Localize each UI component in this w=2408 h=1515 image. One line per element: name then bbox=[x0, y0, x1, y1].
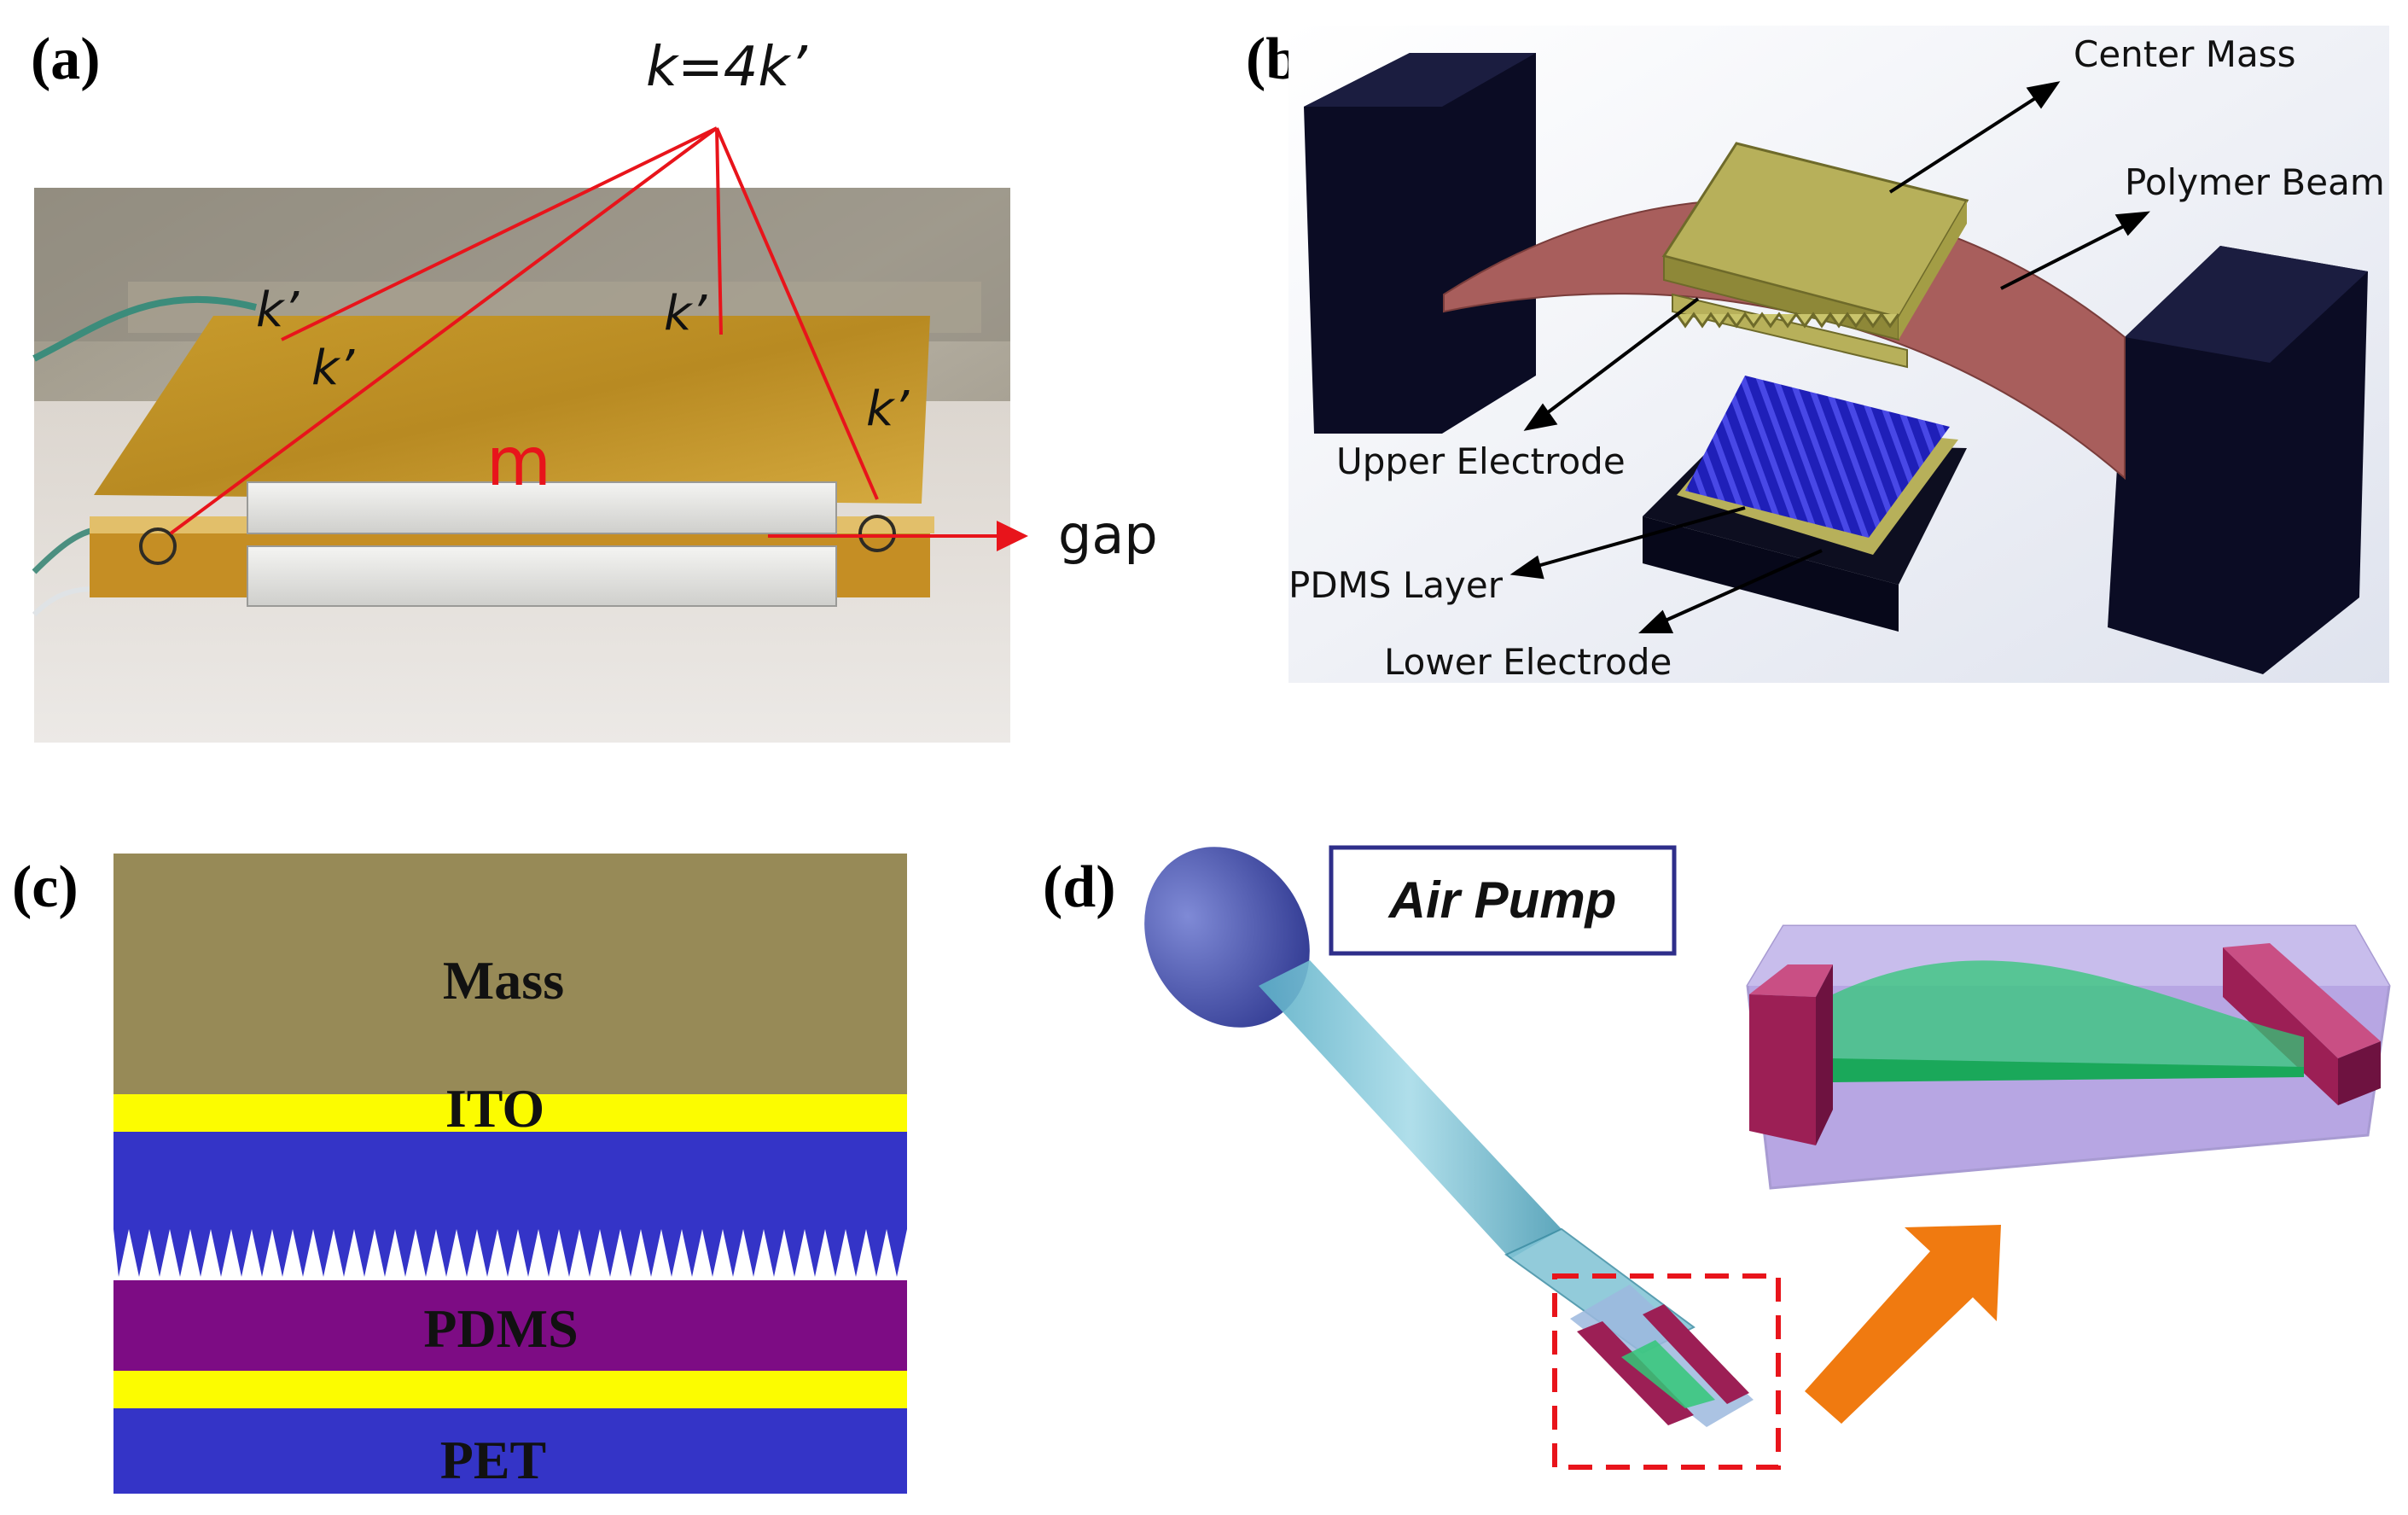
polymer-beam bbox=[1443, 198, 2126, 481]
ito-layer-top bbox=[113, 1094, 907, 1132]
center-mass bbox=[1661, 142, 1969, 369]
mass-label: m bbox=[486, 424, 551, 501]
pdms-layer bbox=[113, 1280, 907, 1371]
pet-layer bbox=[113, 1408, 907, 1494]
photo bbox=[32, 188, 1010, 743]
stiffness-relation: k=4k’ bbox=[646, 36, 807, 99]
tip-membrane bbox=[1621, 1340, 1715, 1408]
pump-tube bbox=[1259, 960, 1562, 1259]
air-pump-label: Air Pump bbox=[1387, 871, 1617, 929]
comb-teeth bbox=[113, 1226, 907, 1277]
right-pillar bbox=[2108, 246, 2368, 674]
gap-label: gap bbox=[1058, 504, 1158, 566]
panel-a: (a) k=4k’ bbox=[31, 26, 1158, 743]
layer-label-ito: ITO bbox=[445, 1078, 544, 1139]
panel-a-label: (a) bbox=[31, 26, 101, 92]
ito-layer-bottom bbox=[113, 1371, 907, 1408]
tip-support-right bbox=[1643, 1304, 1749, 1404]
panel-b: (b) bbox=[1246, 26, 2389, 683]
layer-label-mass: Mass bbox=[443, 950, 564, 1011]
panel-c-label: (c) bbox=[12, 854, 79, 920]
polymer-beam-label: Polymer Beam bbox=[2125, 161, 2385, 203]
pdms-layer-label: PDMS Layer bbox=[1288, 564, 1504, 606]
zoom-region-box bbox=[1552, 1273, 1781, 1470]
layer-label-pdms: PDMS bbox=[423, 1298, 578, 1359]
gap-arrow bbox=[768, 521, 1028, 551]
upper-dielectric-layer bbox=[113, 1132, 907, 1226]
annotation-arrows bbox=[1509, 81, 2150, 633]
left-pillar bbox=[1304, 53, 1536, 434]
mass-layer bbox=[113, 854, 907, 1094]
panel-c: (c) Mass ITO PDMS PET bbox=[12, 854, 907, 1494]
spring-label-4: k’ bbox=[866, 382, 910, 437]
zoomed-device bbox=[1746, 924, 2391, 1190]
panel-d: (d) Air Pump bbox=[1043, 845, 2391, 1470]
spring-label-1: k’ bbox=[256, 283, 300, 338]
upper-electrode-label: Upper Electrode bbox=[1336, 440, 1626, 482]
spring-leader-lines bbox=[169, 126, 879, 535]
zoom-arrow bbox=[1805, 1225, 2001, 1424]
tip-support-left bbox=[1577, 1321, 1694, 1425]
spring-label-2: k’ bbox=[311, 341, 355, 396]
panel-d-label: (d) bbox=[1043, 854, 1116, 920]
layer-label-pet: PET bbox=[440, 1430, 546, 1490]
center-mass-label: Center Mass bbox=[2074, 33, 2295, 75]
air-pump-title-box: Air Pump bbox=[1329, 845, 1677, 956]
spring-label-3: k’ bbox=[664, 286, 707, 341]
lower-electrode-label: Lower Electrode bbox=[1384, 641, 1672, 683]
